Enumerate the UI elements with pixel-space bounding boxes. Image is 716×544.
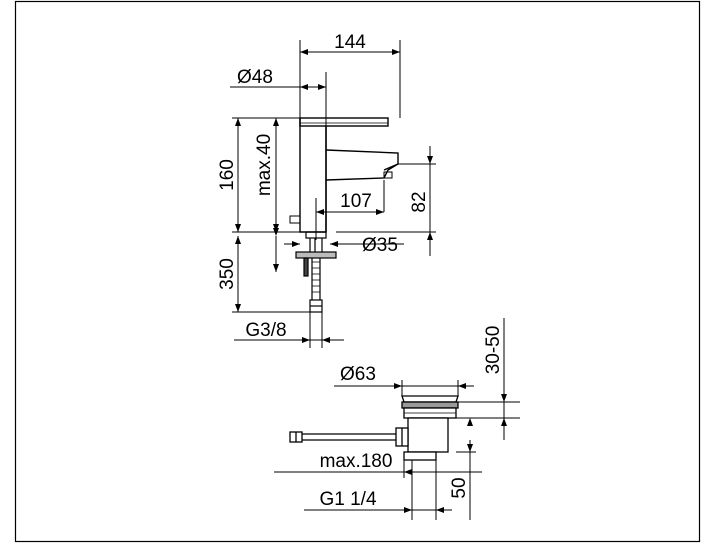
dim-50-label: 50 [449, 477, 470, 498]
dim-107-label: 107 [340, 191, 372, 212]
faucet-arrowheads [235, 49, 433, 343]
dim-diameter-48-label: Ø48 [237, 67, 273, 88]
dim-max-40-label: max.40 [254, 134, 275, 196]
dim-82-label: 82 [409, 191, 430, 212]
dim-144-label: 144 [334, 32, 366, 53]
drawing-frame [14, 0, 701, 543]
drain-arrowheads [394, 383, 507, 513]
faucet-shank [295, 231, 337, 313]
dim-diameter-63-label: Ø63 [340, 364, 376, 385]
drain-body [289, 395, 459, 461]
dim-350-label: 350 [217, 258, 238, 290]
dim-30-50-label: 30-50 [483, 326, 504, 375]
dim-g38-label: G3/8 [245, 320, 286, 341]
dim-g114-label: G1 1/4 [319, 489, 376, 510]
dim-160-label: 160 [217, 159, 238, 191]
dim-diameter-35-label: Ø35 [362, 235, 398, 256]
faucet-body [289, 117, 399, 233]
dim-max-180-label: max.180 [320, 451, 393, 472]
